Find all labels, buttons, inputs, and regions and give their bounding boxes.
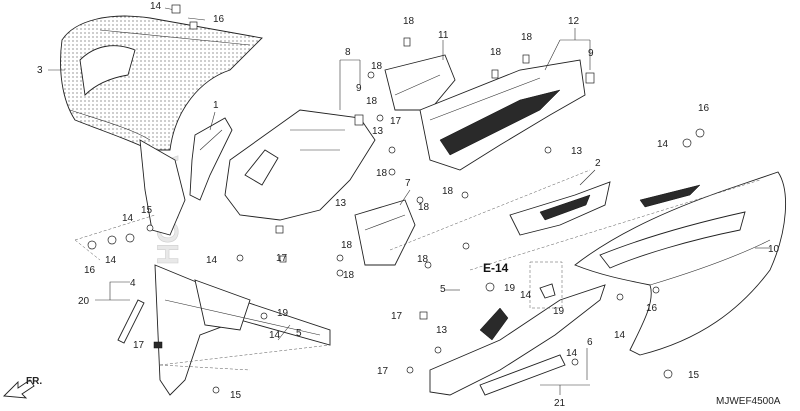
callout-14g: 14 [520, 290, 532, 301]
inner-panel-part [224, 109, 376, 221]
callout-numbers: 1 2 3 4 5 5 6 7 8 9 9 10 11 12 13 13 13 … [37, 1, 780, 409]
callout-16c: 16 [84, 265, 96, 276]
center-panel-part [419, 59, 586, 171]
callout-17a: 17 [390, 116, 402, 127]
callout-2: 2 [595, 158, 601, 169]
svg-text:FR.: FR. [26, 376, 42, 387]
detail-box [529, 261, 563, 309]
lower-left-cowl-part [154, 264, 331, 396]
callout-11: 11 [438, 30, 449, 41]
diagram-code: MJWEF4500A [716, 396, 781, 407]
callout-13c: 13 [335, 198, 347, 209]
callout-14a: 14 [150, 1, 162, 12]
callout-1: 1 [213, 100, 219, 111]
upper-cowl-part [60, 15, 263, 236]
front-direction-arrow-icon: FR. [3, 376, 42, 399]
callout-17b: 17 [276, 253, 288, 264]
callout-13b: 13 [571, 146, 583, 157]
under-cowl-part [429, 284, 606, 396]
callout-18f: 18 [376, 168, 388, 179]
leader-lines [48, 7, 770, 395]
callout-18h: 18 [418, 202, 430, 213]
callout-18j: 18 [343, 270, 355, 281]
callout-14i: 14 [566, 348, 578, 359]
callout-18i: 18 [341, 240, 353, 251]
callout-18b: 18 [490, 47, 502, 58]
callout-6: 6 [587, 337, 593, 348]
callout-18c: 18 [521, 32, 533, 43]
callout-14d: 14 [105, 255, 117, 266]
callout-19b: 19 [504, 283, 516, 294]
callout-14e: 14 [206, 255, 218, 266]
middle-panel-part [384, 54, 456, 111]
hardware-fasteners [87, 4, 705, 394]
callout-14c: 14 [122, 213, 134, 224]
callout-19a: 19 [277, 308, 289, 319]
callout-3: 3 [37, 65, 43, 76]
callout-15c: 15 [688, 370, 700, 381]
callout-18e: 18 [366, 96, 378, 107]
callout-8: 8 [345, 47, 351, 58]
side-grille-part [509, 181, 611, 236]
callout-9a: 9 [356, 83, 362, 94]
callout-16d: 16 [646, 303, 658, 314]
callout-10: 10 [768, 244, 780, 255]
callout-17e: 17 [377, 366, 389, 377]
callout-21: 21 [554, 398, 566, 409]
callout-5b: 5 [440, 284, 446, 295]
callout-18d: 18 [371, 61, 383, 72]
callout-12: 12 [568, 16, 580, 27]
callout-15b: 15 [230, 390, 242, 401]
callout-7: 7 [405, 178, 411, 189]
callout-19c: 19 [553, 306, 565, 317]
callout-18g: 18 [442, 186, 454, 197]
callout-9b: 9 [588, 48, 594, 59]
callout-4: 4 [130, 278, 136, 289]
callout-14h: 14 [614, 330, 626, 341]
inner-bracket-part [189, 117, 233, 201]
callout-16b: 16 [698, 103, 710, 114]
callout-17c: 17 [391, 311, 403, 322]
callout-18k: 18 [417, 254, 429, 265]
side-cowl-part [574, 171, 786, 356]
callout-5a: 5 [296, 328, 302, 339]
lower-bracket-part [354, 199, 416, 266]
callout-17d: 17 [133, 340, 145, 351]
callout-20: 20 [78, 296, 90, 307]
callout-14f: 14 [269, 330, 281, 341]
callout-13a: 13 [372, 126, 384, 137]
callout-13d: 13 [436, 325, 448, 336]
callout-14b: 14 [657, 139, 669, 150]
callout-18a: 18 [403, 16, 415, 27]
callout-15a: 15 [141, 205, 153, 216]
callout-16a: 16 [213, 14, 225, 25]
trim-strip-part [117, 299, 145, 344]
reference-label: E-14 [483, 261, 509, 275]
